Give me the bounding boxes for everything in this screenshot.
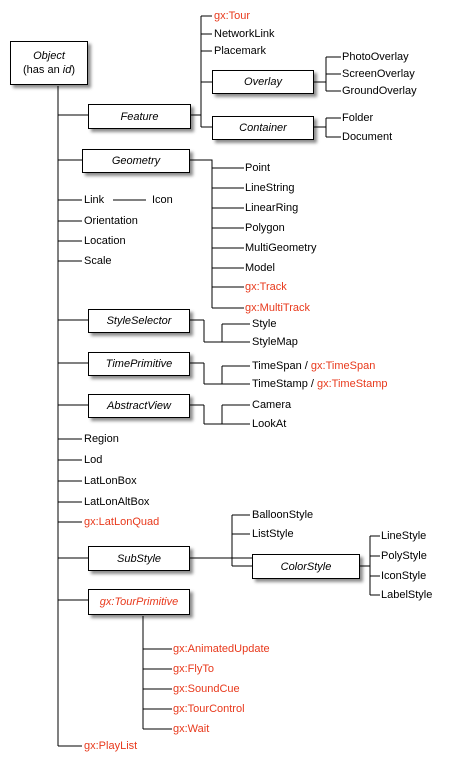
gx-animatedupdate-label: gx:AnimatedUpdate — [173, 643, 270, 655]
scale-label: Scale — [84, 255, 112, 267]
style-label: Style — [252, 318, 277, 330]
abstractview-box: AbstractView — [88, 394, 190, 418]
lookat-label: LookAt — [252, 418, 287, 430]
gx-tourcontrol-label: gx:TourControl — [173, 703, 245, 715]
gx-flyto-label: gx:FlyTo — [173, 663, 214, 675]
object-box: Object (has an id) — [10, 41, 88, 85]
location-label: Location — [84, 235, 126, 247]
linestring-label: LineString — [245, 182, 295, 194]
timeprimitive-box: TimePrimitive — [88, 352, 190, 376]
styleselector-box: StyleSelector — [88, 309, 190, 333]
object-subtitle: (has an id) — [23, 64, 75, 76]
orientation-label: Orientation — [84, 215, 138, 227]
labelstyle-label: LabelStyle — [381, 589, 433, 601]
groundoverlay-label: GroundOverlay — [342, 85, 417, 97]
screenoverlay-label: ScreenOverlay — [342, 68, 415, 80]
balloonstyle-label: BalloonStyle — [252, 509, 314, 521]
camera-label: Camera — [252, 399, 292, 411]
overlay-box: Overlay — [212, 70, 314, 94]
latlonaltbox-label: LatLonAltBox — [84, 496, 150, 508]
object-title: Object — [33, 50, 65, 62]
feature-box: Feature — [88, 104, 191, 129]
gx-soundcue-label: gx:SoundCue — [173, 683, 240, 695]
polygon-label: Polygon — [245, 222, 285, 234]
linearring-label: LinearRing — [245, 202, 299, 214]
linestyle-label: LineStyle — [381, 530, 427, 542]
timestamp-label: TimeStamp / gx:TimeStamp — [252, 378, 388, 390]
region-label: Region — [84, 433, 119, 445]
point-label: Point — [245, 162, 271, 174]
timespan-label: TimeSpan / gx:TimeSpan — [252, 360, 376, 372]
liststyle-label: ListStyle — [252, 528, 294, 540]
multigeometry-label: MultiGeometry — [245, 242, 317, 254]
link-label: Link — [84, 194, 105, 206]
gx-latlonquad-label: gx:LatLonQuad — [84, 516, 160, 528]
tourprimitive-box: gx:TourPrimitive — [88, 589, 190, 615]
polystyle-label: PolyStyle — [381, 550, 427, 562]
icon-label: Icon — [152, 194, 173, 206]
latlonbox-label: LatLonBox — [84, 475, 137, 487]
gx-playlist-label: gx:PlayList — [84, 740, 138, 752]
gx-track-label: gx:Track — [245, 281, 287, 293]
gx-tour-label: gx:Tour — [214, 10, 251, 22]
iconstyle-label: IconStyle — [381, 570, 427, 582]
gx-multitrack-label: gx:MultiTrack — [245, 302, 310, 314]
colorstyle-box: ColorStyle — [252, 554, 360, 579]
lod-label: Lod — [84, 454, 103, 466]
folder-label: Folder — [342, 112, 374, 124]
model-label: Model — [245, 262, 275, 274]
geometry-box: Geometry — [82, 149, 190, 173]
networklink-label: NetworkLink — [214, 28, 275, 40]
photooverlay-label: PhotoOverlay — [342, 51, 409, 63]
gx-wait-label: gx:Wait — [173, 723, 210, 735]
placemark-label: Placemark — [214, 45, 266, 57]
substyle-box: SubStyle — [88, 546, 190, 571]
container-box: Container — [212, 116, 314, 140]
document-label: Document — [342, 131, 393, 143]
stylemap-label: StyleMap — [252, 336, 298, 348]
